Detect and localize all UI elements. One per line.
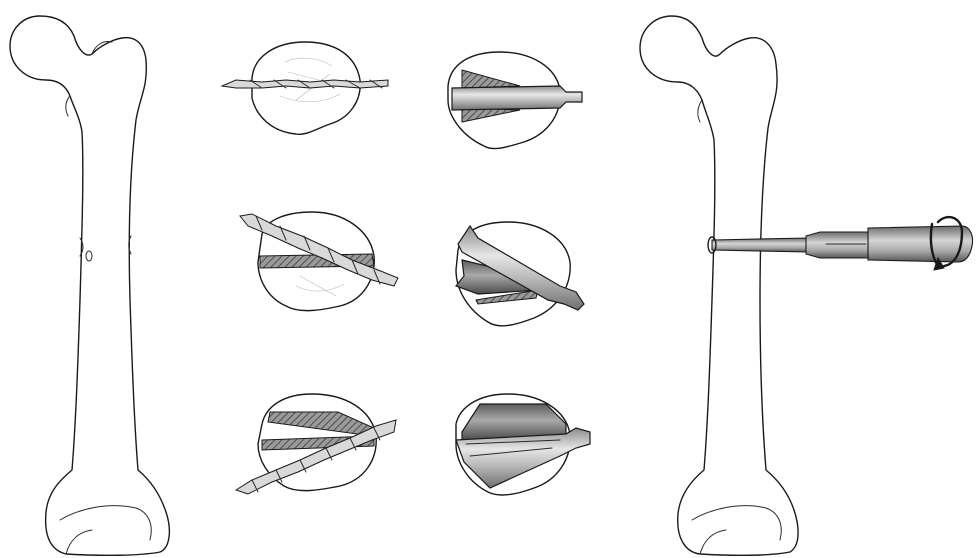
femur-left-trochanter-line xyxy=(66,96,70,116)
femur-right-trochanter-line xyxy=(698,100,702,122)
wire-step-3 xyxy=(236,394,396,494)
wire-step-1-wire xyxy=(222,80,388,88)
femur-left xyxy=(10,16,169,555)
osteotome-step-1-blade xyxy=(452,86,582,110)
femur-left-outline xyxy=(10,16,169,555)
femur-right-outline xyxy=(640,16,798,555)
osteotome-step-1 xyxy=(448,52,582,149)
wire-step-1 xyxy=(222,42,388,134)
femur-right xyxy=(640,16,798,555)
osteotome-step-3 xyxy=(456,394,590,495)
instrument-collar xyxy=(806,232,870,258)
wire-step-2 xyxy=(240,212,398,311)
instrument-tip xyxy=(712,238,808,252)
osteotome-step-2 xyxy=(456,222,584,326)
